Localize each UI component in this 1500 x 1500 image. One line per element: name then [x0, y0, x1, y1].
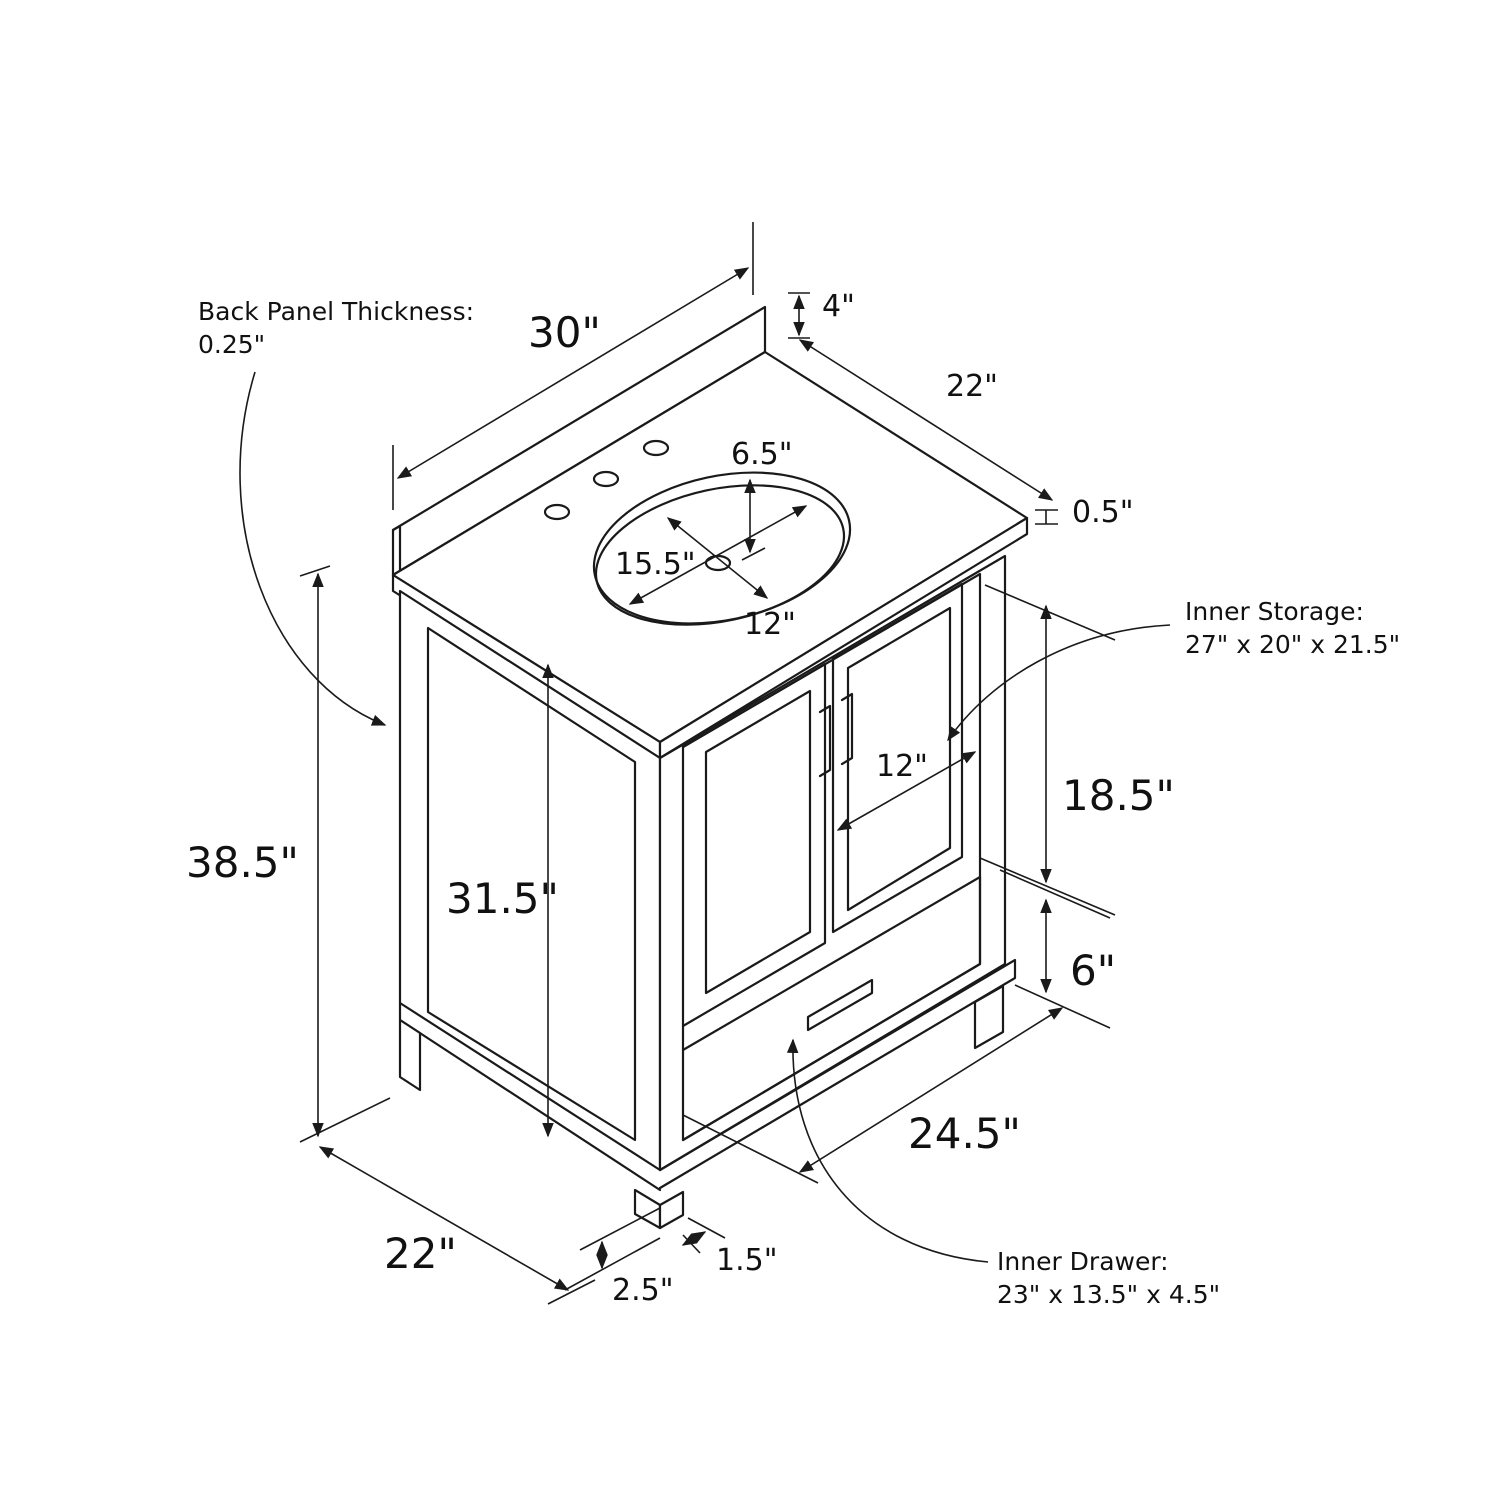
- dim-base-depth: 22": [384, 1229, 457, 1278]
- dim-cabinet-height: 31.5": [446, 874, 559, 923]
- dim-sink-depth: 6.5": [731, 437, 793, 472]
- dim-drawer-height: 6": [1070, 946, 1117, 995]
- dim-sink-length: 15.5": [615, 547, 696, 582]
- dim-overall-height: 38.5": [186, 838, 299, 887]
- dim-door-opening: 12": [876, 749, 928, 784]
- inner-storage-title: Inner Storage:: [1185, 597, 1364, 626]
- back-panel-value: 0.25": [198, 329, 266, 359]
- inner-drawer-title: Inner Drawer:: [997, 1247, 1169, 1276]
- dim-backsplash-height: 4": [822, 289, 855, 324]
- back-panel-title: Back Panel Thickness:: [198, 297, 475, 326]
- cabinet-side: [398, 589, 662, 1192]
- inner-storage-callout: Inner Storage: 27" x 20" x 21.5": [1185, 596, 1400, 661]
- dim-leg-height: 2.5": [612, 1273, 674, 1308]
- dim-top-thickness: 0.5": [1072, 495, 1134, 530]
- back-panel-callout: Back Panel Thickness: 0.25": [198, 296, 474, 361]
- dim-top-width: 30": [528, 308, 601, 357]
- dim-sink-width: 12": [744, 607, 796, 642]
- dim-cabinet-width: 24.5": [908, 1109, 1021, 1158]
- inner-drawer-value: 23" x 13.5" x 4.5": [997, 1279, 1221, 1309]
- dim-leg-width: 1.5": [716, 1243, 778, 1278]
- dim-top-depth: 22": [946, 369, 998, 404]
- dim-door-height: 18.5": [1062, 771, 1175, 820]
- inner-storage-value: 27" x 20" x 21.5": [1185, 629, 1401, 659]
- dimension-lines: [239, 222, 1171, 1305]
- inner-drawer-callout: Inner Drawer: 23" x 13.5" x 4.5": [997, 1246, 1220, 1311]
